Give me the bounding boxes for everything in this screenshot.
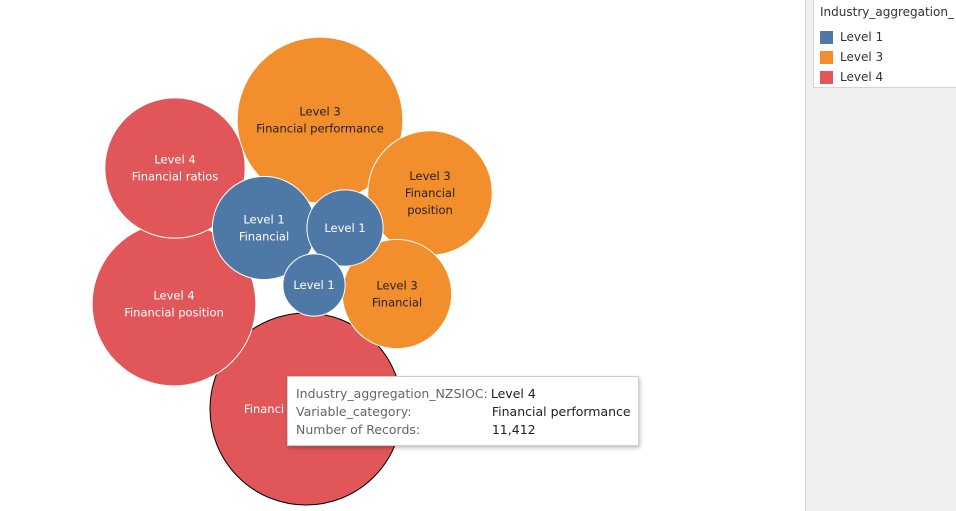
bubble-label-level-3-financial-position-line-2: position	[407, 203, 453, 217]
bubble-label-level-4-financial-performance-line-0: Financi	[244, 402, 284, 416]
tooltip: Industry_aggregation_NZSIOC: Level 4 Var…	[287, 376, 639, 446]
bubble-label-level-1-financial-line-0: Level 1	[243, 213, 284, 227]
bubble-level-1-none[interactable]: Level 1	[282, 253, 346, 317]
bubble-label-level-3-financial-performance-line-0: Level 3	[299, 105, 340, 119]
legend-title[interactable]: Industry_aggregation_...	[820, 5, 954, 19]
legend-label-level-4: Level 4	[840, 70, 884, 84]
bubble-label-level-1-none-line-0: Level 1	[293, 278, 334, 292]
bubble-label-level-4-financial-position-line-1: Financial position	[124, 306, 224, 320]
bubble-level-4-financial-ratios[interactable]: Level 4 Financial ratios	[104, 97, 246, 239]
tooltip-key-category: Variable_category:	[296, 404, 412, 419]
bubble-level-3-financial-position[interactable]: Level 3 Financial position	[367, 130, 493, 256]
legend-swatch-level-1	[820, 31, 833, 44]
tooltip-key-records: Number of Records:	[296, 422, 421, 437]
legend-swatch-level-3	[820, 51, 833, 64]
bubble-circle-level-4-financial-ratios[interactable]	[104, 97, 246, 239]
tooltip-key-industry: Industry_aggregation_NZSIOC:	[296, 386, 488, 401]
tooltip-value-industry: Level 4	[490, 386, 536, 401]
tooltip-value-records: 11,412	[491, 422, 536, 437]
legend-label-level-1: Level 1	[840, 30, 884, 44]
bubble-label-level-1-financial-line-1: Financial	[239, 230, 289, 244]
bubble-label-level-3-financial-position-line-1: Financial	[405, 186, 455, 200]
bubble-label-level-3-financial-performance-line-1: Financial performance	[256, 122, 384, 136]
bubble-label-level-1-none-line-0: Level 1	[324, 221, 365, 235]
bubble-level-1-financial[interactable]: Level 1 Financial	[211, 175, 317, 281]
color-legend: Industry_aggregation_... Level 1 Level 3…	[813, 0, 956, 88]
bubble-label-level-4-financial-ratios-line-1: Financial ratios	[132, 170, 219, 184]
bubble-label-level-3-financial-line-0: Level 3	[376, 279, 417, 293]
legend-swatch-level-4	[820, 71, 833, 84]
bubble-label-level-4-financial-position-line-0: Level 4	[153, 289, 194, 303]
bubble-label-level-3-financial-position-line-0: Level 3	[409, 169, 450, 183]
bubble-circle-level-1-none[interactable]	[306, 189, 384, 267]
bubble-label-level-3-financial-line-1: Financial	[372, 296, 422, 310]
bubble-level-1-none[interactable]: Level 1	[306, 189, 384, 267]
side-panel: Industry_aggregation_... Level 1 Level 3…	[805, 0, 956, 511]
bubble-label-level-4-financial-ratios-line-0: Level 4	[154, 153, 195, 167]
tooltip-value-category: Financial performance	[491, 404, 631, 419]
bubble-circle-level-1-none[interactable]	[282, 253, 346, 317]
legend-label-level-3: Level 3	[840, 50, 884, 64]
bubble-level-3-financial-performance[interactable]: Level 3 Financial performance	[236, 36, 404, 204]
